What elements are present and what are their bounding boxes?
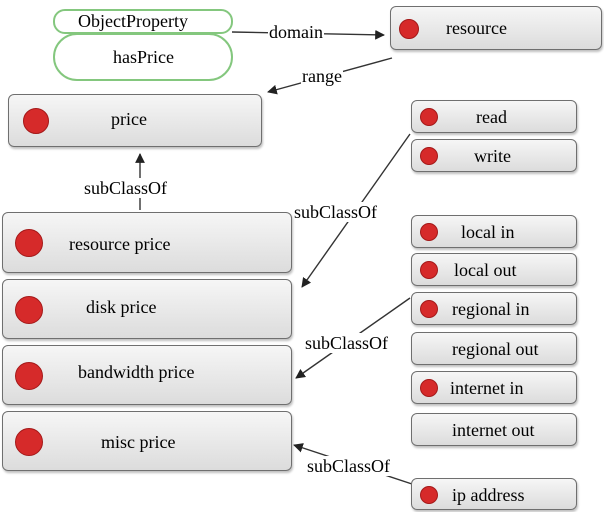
class-label: disk price (86, 297, 157, 317)
class-price[interactable]: price (8, 94, 262, 147)
class-label: resource price (69, 234, 171, 254)
class-regional-out[interactable]: regional out (411, 332, 577, 365)
class-dot-icon (399, 19, 419, 39)
class-local-out[interactable]: local out (411, 253, 577, 286)
class-dot-icon (15, 362, 43, 390)
class-label: misc price (101, 432, 176, 452)
class-local-in[interactable]: local in (411, 215, 577, 248)
class-label: regional out (452, 339, 539, 359)
class-write[interactable]: write (411, 139, 577, 172)
class-misc-price[interactable]: misc price (2, 411, 292, 471)
class-label: resource (446, 18, 507, 38)
subclassof-right-bottom-label: subClassOf (306, 456, 392, 476)
class-dot-icon (23, 108, 49, 134)
class-label: internet out (452, 420, 535, 440)
hasprice-label: hasPrice (113, 47, 174, 67)
hasprice-oval[interactable] (53, 33, 233, 81)
class-label: ip address (452, 485, 525, 505)
domain-label: domain (268, 22, 324, 42)
class-label: bandwidth price (78, 362, 195, 382)
class-regional-in[interactable]: regional in (411, 292, 577, 325)
class-dot-icon (15, 229, 43, 257)
objectproperty-label: ObjectProperty (78, 11, 188, 31)
subclassof-right-top-label: subClassOf (293, 202, 379, 222)
class-label: internet in (450, 378, 524, 398)
class-resource[interactable]: resource (390, 6, 602, 50)
class-resource-price[interactable]: resource price (2, 212, 292, 273)
class-dot-icon (420, 300, 438, 318)
class-read[interactable]: read (411, 100, 577, 133)
range-label: range (301, 66, 343, 86)
class-disk-price[interactable]: disk price (2, 279, 292, 339)
class-internet-in[interactable]: internet in (411, 371, 577, 404)
class-bandwidth-price[interactable]: bandwidth price (2, 345, 292, 405)
subclassof-right-mid-label: subClassOf (304, 333, 390, 353)
class-dot-icon (420, 261, 438, 279)
class-label: regional in (452, 299, 530, 319)
class-dot-icon (420, 379, 438, 397)
class-ip-address[interactable]: ip address (411, 478, 577, 510)
class-label: local out (454, 260, 517, 280)
class-dot-icon (15, 296, 43, 324)
class-dot-icon (420, 223, 438, 241)
class-dot-icon (420, 147, 438, 165)
class-label: write (474, 146, 511, 166)
class-label: read (476, 107, 507, 127)
class-dot-icon (420, 108, 438, 126)
class-dot-icon (15, 428, 43, 456)
subclassof-left-label: subClassOf (83, 178, 169, 198)
class-label: price (111, 109, 147, 129)
class-dot-icon (420, 486, 438, 504)
class-label: local in (461, 222, 515, 242)
class-internet-out[interactable]: internet out (411, 413, 577, 446)
